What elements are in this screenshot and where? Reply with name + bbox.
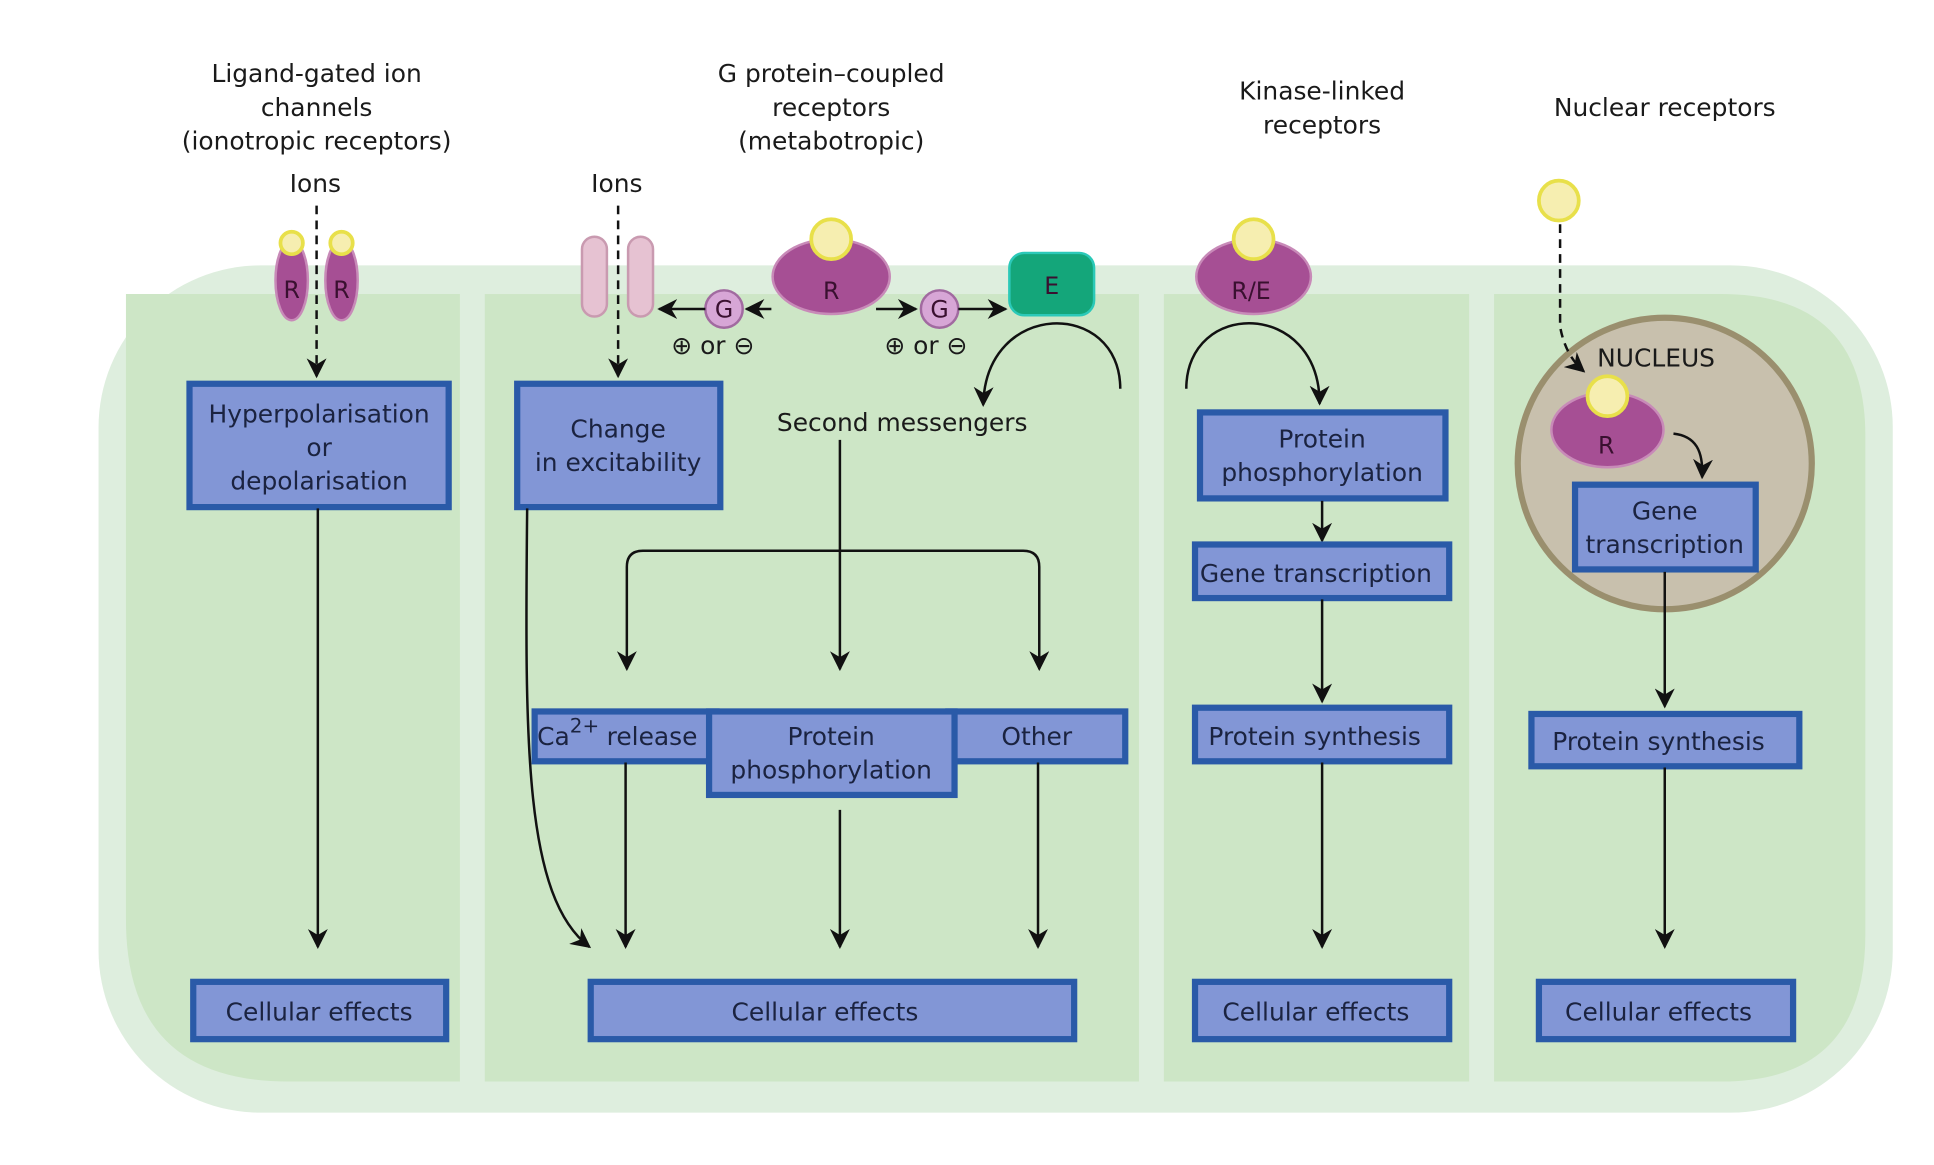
ion-channel-receptor: R R bbox=[274, 229, 359, 322]
svg-text:Gene: Gene bbox=[1632, 497, 1698, 526]
gpcr-receptor: R bbox=[771, 217, 891, 316]
box-other: Other bbox=[945, 708, 1129, 765]
svg-text:transcription: transcription bbox=[1586, 530, 1744, 559]
second-messengers-label: Second messengers bbox=[777, 408, 1028, 437]
svg-text:R: R bbox=[283, 276, 299, 304]
ions-label: Ions bbox=[290, 169, 341, 198]
ligand-icon bbox=[1585, 374, 1630, 419]
svg-text:Cellular effects: Cellular effects bbox=[731, 997, 918, 1026]
box-ca-release: Ca2+release bbox=[531, 708, 720, 765]
svg-text:Ligand-gated ion: Ligand-gated ion bbox=[211, 59, 421, 88]
svg-text:Ca2+release: Ca2+release bbox=[537, 715, 697, 751]
title-kinase-linked: Kinase-linked receptors bbox=[1239, 77, 1405, 140]
svg-text:NUCLEUS: NUCLEUS bbox=[1597, 343, 1715, 372]
svg-text:Change: Change bbox=[570, 414, 665, 443]
svg-text:receptors: receptors bbox=[772, 93, 890, 122]
box-protein-synthesis-nuclear: Protein synthesis bbox=[1528, 710, 1803, 770]
ligand-icon bbox=[1537, 178, 1581, 223]
box-hyperpolarisation: Hyperpolarisation or depolarisation bbox=[186, 380, 452, 511]
svg-text:receptors: receptors bbox=[1263, 110, 1381, 139]
box-gene-transcription-kinase: Gene transcription bbox=[1191, 541, 1453, 602]
svg-text:Hyperpolarisation: Hyperpolarisation bbox=[208, 399, 429, 428]
box-cellular-effects-4: Cellular effects bbox=[1535, 978, 1797, 1043]
svg-text:Cellular effects: Cellular effects bbox=[226, 997, 413, 1026]
svg-text:Protein synthesis: Protein synthesis bbox=[1208, 722, 1420, 751]
modulation-label-right: ⊕ or ⊖ bbox=[884, 331, 967, 360]
box-protein-phosphorylation-kinase: Protein phosphorylation bbox=[1196, 409, 1449, 502]
g-protein-left: G bbox=[704, 289, 744, 329]
ions-label: Ions bbox=[591, 169, 642, 198]
title-nuclear: Nuclear receptors bbox=[1554, 93, 1776, 122]
box-gene-transcription-nuclear: Gene transcription bbox=[1571, 481, 1759, 573]
svg-text:phosphorylation: phosphorylation bbox=[730, 756, 932, 785]
box-cellular-effects-3: Cellular effects bbox=[1191, 978, 1453, 1043]
box-cellular-effects-2: Cellular effects bbox=[587, 978, 1078, 1043]
svg-text:G: G bbox=[930, 296, 948, 324]
svg-text:Protein synthesis: Protein synthesis bbox=[1552, 727, 1764, 756]
svg-text:Cellular effects: Cellular effects bbox=[1222, 997, 1409, 1026]
svg-text:or: or bbox=[306, 433, 332, 462]
ligand-icon bbox=[278, 229, 305, 257]
svg-text:(ionotropic receptors): (ionotropic receptors) bbox=[182, 127, 452, 156]
svg-text:G protein–coupled: G protein–coupled bbox=[718, 59, 945, 88]
kinase-receptor: R/E bbox=[1195, 217, 1313, 316]
svg-text:Cellular effects: Cellular effects bbox=[1565, 997, 1752, 1026]
svg-text:R: R bbox=[1598, 432, 1614, 460]
box-protein-synthesis-kinase: Protein synthesis bbox=[1191, 704, 1453, 765]
nuclear-receptor: R bbox=[1550, 374, 1665, 469]
svg-text:G: G bbox=[715, 296, 733, 324]
title-ligand-gated: Ligand-gated ion channels (ionotropic re… bbox=[182, 59, 452, 155]
title-gpcr: G protein–coupled receptors (metabotropi… bbox=[718, 59, 945, 155]
g-protein-right: G bbox=[919, 289, 960, 329]
modulation-label-left: ⊕ or ⊖ bbox=[671, 331, 754, 360]
svg-text:phosphorylation: phosphorylation bbox=[1221, 458, 1423, 487]
ligand-icon bbox=[809, 217, 853, 262]
ligand-icon bbox=[328, 229, 355, 257]
svg-text:(metabotropic): (metabotropic) bbox=[738, 127, 924, 156]
ligand-icon bbox=[1231, 217, 1276, 262]
box-protein-phosphorylation-gpcr: Protein phosphorylation bbox=[705, 708, 958, 799]
svg-text:channels: channels bbox=[261, 93, 373, 122]
svg-text:E: E bbox=[1044, 272, 1059, 300]
svg-text:R/E: R/E bbox=[1231, 277, 1270, 305]
box-cellular-effects-1: Cellular effects bbox=[190, 978, 450, 1043]
svg-text:Kinase-linked: Kinase-linked bbox=[1239, 77, 1405, 106]
svg-text:Gene transcription: Gene transcription bbox=[1200, 559, 1432, 588]
svg-text:Other: Other bbox=[1001, 722, 1072, 751]
svg-text:depolarisation: depolarisation bbox=[230, 467, 407, 496]
svg-text:Protein: Protein bbox=[1278, 424, 1365, 453]
svg-text:R: R bbox=[333, 276, 349, 304]
ion-channel bbox=[580, 235, 655, 318]
svg-text:Nuclear receptors: Nuclear receptors bbox=[1554, 93, 1776, 122]
svg-text:Protein: Protein bbox=[788, 722, 875, 751]
effector-enzyme: E bbox=[1008, 251, 1096, 317]
svg-text:R: R bbox=[823, 277, 839, 305]
box-change-excitability: Change in excitability bbox=[514, 380, 724, 511]
svg-text:in excitability: in excitability bbox=[535, 448, 702, 477]
